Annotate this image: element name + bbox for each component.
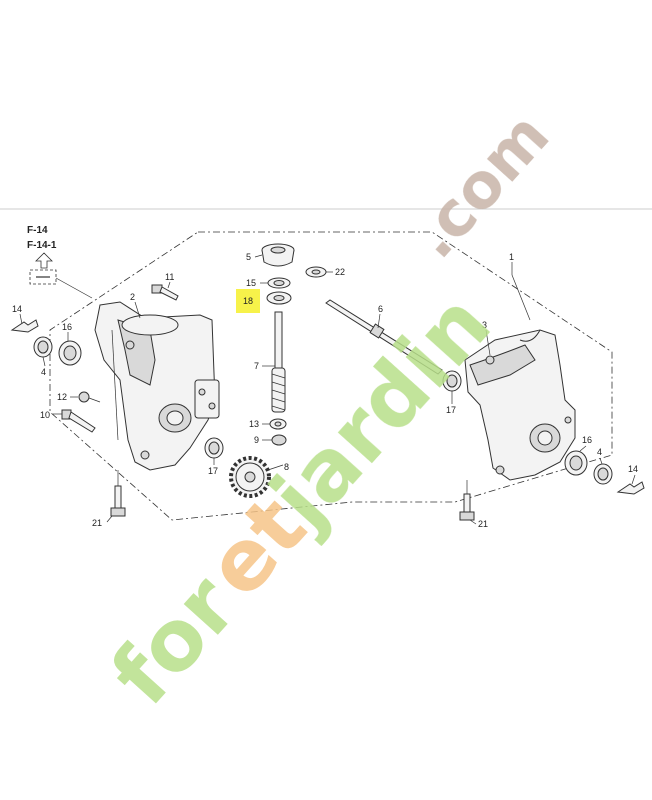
left-gear-case — [94, 301, 220, 471]
bolt-12 — [78, 391, 101, 403]
callout-18: 18 — [243, 296, 253, 306]
shaft-6 — [325, 299, 443, 375]
callout-2: 2 — [130, 292, 135, 302]
oil-seal-left — [33, 336, 53, 358]
callout-10: 10 — [40, 410, 50, 420]
callout-13: 13 — [249, 419, 259, 429]
cotter-pin-right — [616, 481, 645, 495]
bearing-17-right — [442, 370, 462, 392]
bolt-21-left — [110, 470, 126, 517]
callout-16-right: 16 — [582, 435, 592, 445]
callout-1: 1 — [509, 252, 514, 262]
callout-8: 8 — [284, 462, 289, 472]
callout-4-right: 4 — [597, 447, 602, 457]
worm-shaft-7 — [271, 311, 286, 413]
callout-17-right: 17 — [446, 405, 456, 415]
washer-22 — [305, 266, 327, 278]
callout-11: 11 — [165, 272, 174, 282]
figure-ref-f14: F-14 — [27, 225, 48, 236]
bearing-right — [564, 450, 588, 476]
bolt-10 — [61, 409, 96, 433]
gear-8 — [229, 456, 271, 498]
up-arrow-icon — [29, 252, 57, 285]
highlight-marker — [236, 289, 260, 313]
bearing-18 — [266, 291, 292, 305]
callout-14-right: 14 — [628, 464, 638, 474]
cap-5 — [261, 243, 295, 267]
callout-16-left: 16 — [62, 322, 72, 332]
callout-21-right: 21 — [478, 519, 488, 529]
figure-ref-f14-1: F-14-1 — [27, 240, 57, 251]
callout-9: 9 — [254, 435, 259, 445]
bolt-21-right — [459, 480, 475, 521]
nut-13 — [269, 418, 287, 430]
assembly-outline — [49, 231, 613, 521]
right-gear-case — [464, 329, 576, 481]
bearing-15 — [267, 277, 291, 289]
bolt-11 — [151, 284, 179, 301]
callout-22: 22 — [335, 267, 345, 277]
callout-7: 7 — [254, 361, 259, 371]
callout-4-left: 4 — [41, 367, 46, 377]
callout-21-left: 21 — [92, 518, 102, 528]
svg-text:.com: .com — [397, 99, 563, 272]
callout-3: 3 — [482, 320, 487, 330]
bearing-17-left — [204, 437, 224, 459]
callout-6: 6 — [378, 304, 383, 314]
callout-12: 12 — [57, 392, 67, 402]
callout-5: 5 — [246, 252, 251, 262]
callout-14-left: 14 — [12, 304, 22, 314]
callout-17-left: 17 — [208, 466, 218, 476]
cotter-pin-left — [10, 319, 39, 333]
leader-lines — [19, 254, 636, 525]
oil-seal-right — [593, 463, 613, 485]
callout-15: 15 — [246, 278, 256, 288]
bearing-left — [58, 340, 82, 366]
